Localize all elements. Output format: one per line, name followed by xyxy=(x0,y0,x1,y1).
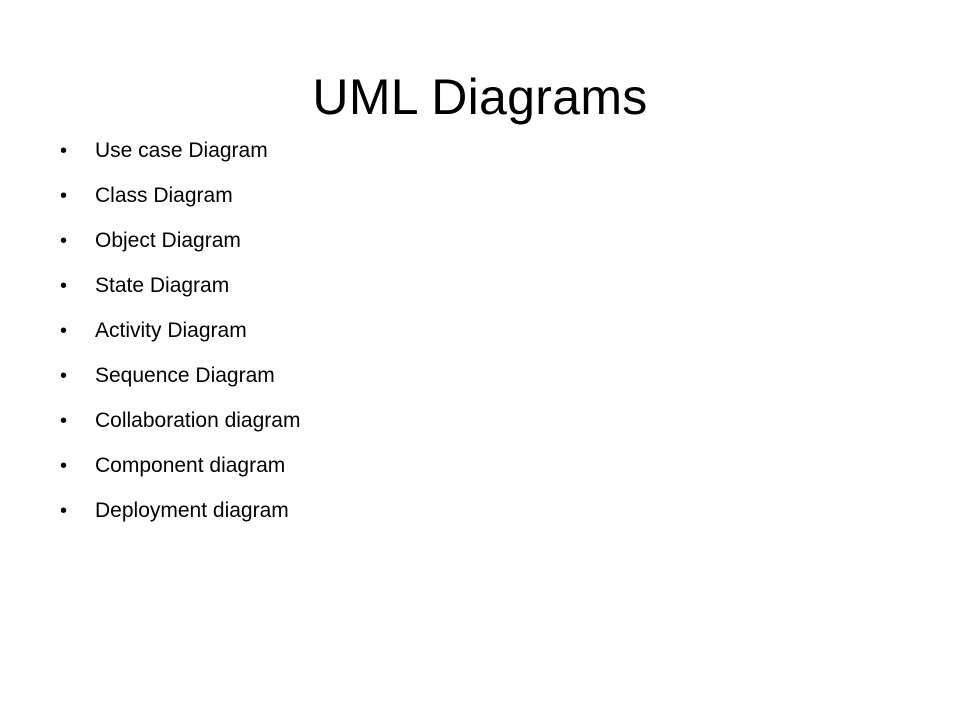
list-item: • Deployment diagram xyxy=(60,495,300,540)
list-item: • Collaboration diagram xyxy=(60,405,300,450)
list-item: • Activity Diagram xyxy=(60,315,300,360)
slide-title: UML Diagrams xyxy=(312,69,648,125)
bullet-icon: • xyxy=(60,365,68,387)
list-item-text: Use case Diagram xyxy=(95,139,268,162)
bullet-list: • Use case Diagram • Class Diagram • Obj… xyxy=(60,135,300,540)
bullet-icon: • xyxy=(60,500,68,522)
bullet-icon: • xyxy=(60,275,68,297)
list-item: • State Diagram xyxy=(60,270,300,315)
bullet-icon: • xyxy=(60,140,68,162)
list-item: • Use case Diagram xyxy=(60,135,300,180)
bullet-icon: • xyxy=(60,410,68,432)
list-item: • Class Diagram xyxy=(60,180,300,225)
bullet-icon: • xyxy=(60,320,68,342)
list-item: • Sequence Diagram xyxy=(60,360,300,405)
bullet-icon: • xyxy=(60,455,68,477)
bullet-icon: • xyxy=(60,185,68,207)
list-item-text: Deployment diagram xyxy=(95,499,289,522)
list-item: • Component diagram xyxy=(60,450,300,495)
list-item-text: Collaboration diagram xyxy=(95,409,301,432)
bullet-icon: • xyxy=(60,230,68,252)
list-item-text: Component diagram xyxy=(95,454,286,477)
list-item: • Object Diagram xyxy=(60,225,300,270)
list-item-text: Sequence Diagram xyxy=(95,364,275,387)
list-item-text: Object Diagram xyxy=(95,229,241,252)
list-item-text: Class Diagram xyxy=(95,184,233,207)
list-item-text: State Diagram xyxy=(95,274,230,297)
list-item-text: Activity Diagram xyxy=(95,319,247,342)
